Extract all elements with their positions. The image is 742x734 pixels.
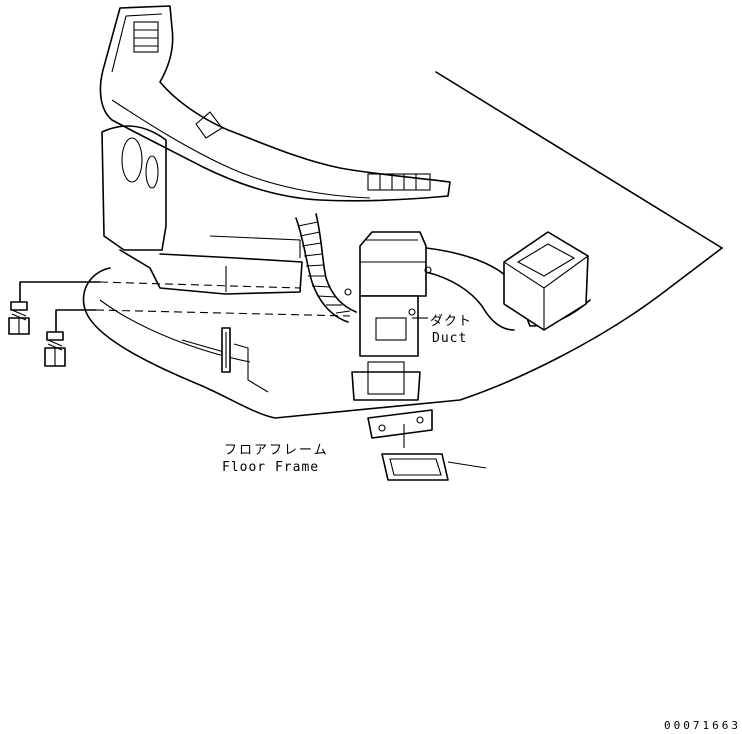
heater-unit [344,231,591,401]
duct-label-jp: ダクト [430,314,473,329]
document-number: 00071663 [664,719,741,732]
harness-hose [295,213,357,323]
bolt-upper [8,281,301,335]
rear-box-duct [503,231,589,331]
seal-gasket [381,453,487,481]
upper-duct [99,5,451,202]
bolt-lower [44,309,351,367]
floor-frame-label-en: Floor Frame [222,460,320,475]
floor-frame-label-jp: フロアフレーム [224,443,329,458]
side-pillar-duct [101,125,303,295]
duct-label-en: Duct [432,331,468,346]
bracket-part [367,409,433,448]
clip-part [181,327,269,393]
